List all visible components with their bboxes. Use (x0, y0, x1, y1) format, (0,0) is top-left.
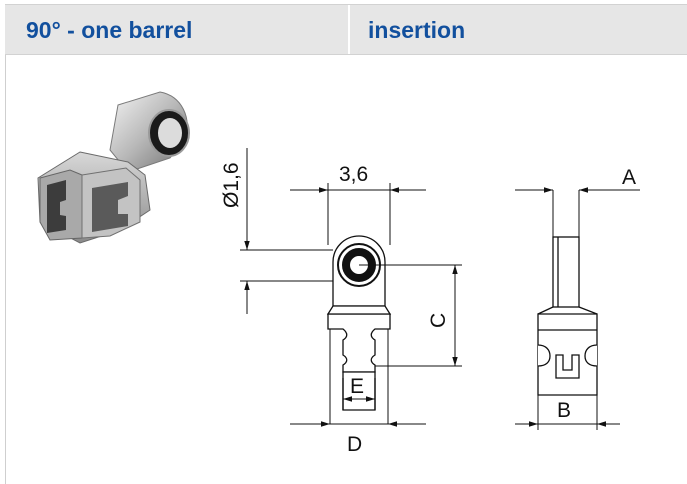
front-view (326, 235, 392, 424)
dim-e-label: E (350, 375, 364, 398)
diameter-label: Ø1,6 (220, 162, 243, 208)
dim-b-label: B (557, 399, 571, 422)
dim-c-label: C (427, 313, 450, 328)
product-title: 90° - one barrel (26, 17, 193, 43)
dim-a-label: A (622, 166, 636, 189)
header-divider (348, 5, 350, 54)
dimension-labels: Ø1,6 3,6 A B C D E (220, 162, 636, 456)
width-label: 3,6 (339, 163, 368, 186)
side-view (537, 190, 598, 430)
card-border (5, 55, 6, 484)
header-bar: 90° - one barrel insertion (5, 4, 687, 55)
terminal-photo (37, 91, 190, 244)
dim-d-label: D (347, 433, 362, 456)
insertion-label: insertion (368, 17, 466, 43)
dimension-lines (240, 148, 640, 427)
